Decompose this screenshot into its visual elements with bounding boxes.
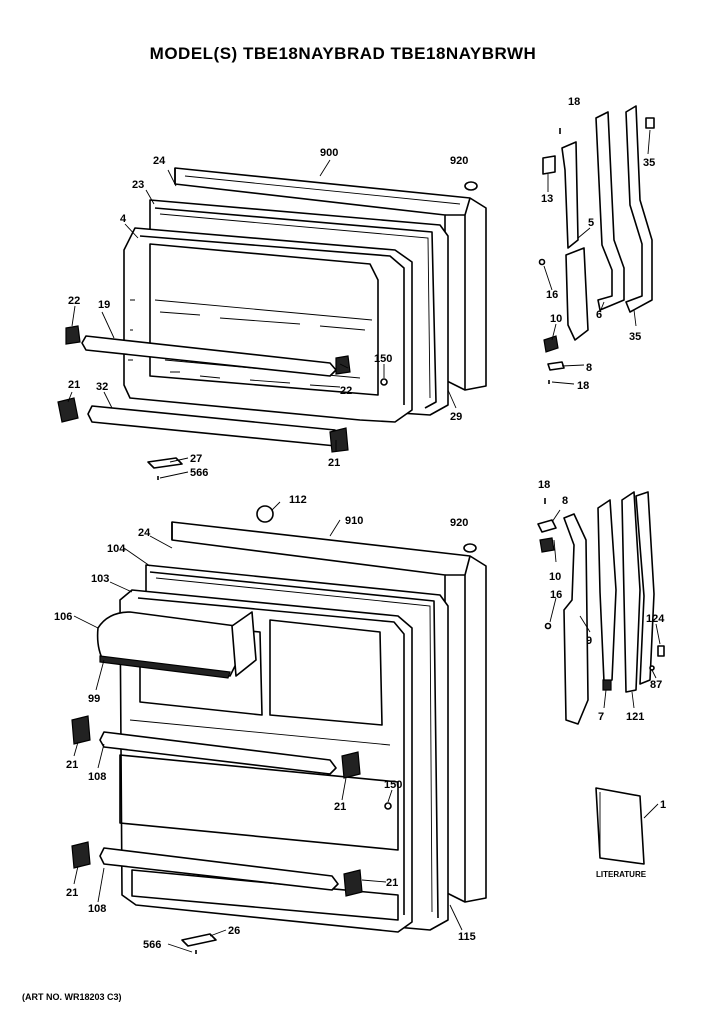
callout-21: 21 — [334, 801, 346, 813]
callout-900: 900 — [320, 147, 338, 159]
fresh-food-door-assembly — [71, 505, 487, 954]
callout-7: 7 — [598, 711, 604, 723]
callout-22: 22 — [68, 295, 80, 307]
callout-150: 150 — [384, 779, 402, 791]
callout-21: 21 — [68, 379, 80, 391]
leader-lines — [67, 129, 661, 953]
callout-13: 13 — [541, 193, 553, 205]
callout-566: 566 — [190, 467, 208, 479]
callout-18: 18 — [538, 479, 550, 491]
callout-35: 35 — [643, 157, 655, 169]
literature-label: LITERATURE — [596, 870, 647, 879]
callout-26: 26 — [228, 925, 240, 937]
callout-10: 10 — [549, 571, 561, 583]
callout-150: 150 — [374, 353, 392, 365]
callout-24: 24 — [138, 527, 151, 539]
callout-22: 22 — [340, 385, 352, 397]
callout-8: 8 — [586, 362, 592, 374]
callout-21: 21 — [386, 877, 398, 889]
callout-29: 29 — [450, 411, 462, 423]
callout-112: 112 — [289, 494, 307, 506]
fresh-food-hinge-parts — [537, 491, 665, 725]
callout-21: 21 — [66, 759, 78, 771]
callout-99: 99 — [88, 693, 100, 705]
callout-910: 910 — [345, 515, 363, 527]
callout-9: 9 — [586, 635, 592, 647]
literature-booklet: LITERATURE — [595, 787, 647, 879]
callout-10: 10 — [550, 313, 562, 325]
callout-19: 19 — [98, 299, 110, 311]
callout-920: 920 — [450, 517, 468, 529]
callout-35: 35 — [629, 331, 641, 343]
callout-24: 24 — [153, 155, 166, 167]
callout-32: 32 — [96, 381, 108, 393]
callout-18: 18 — [577, 380, 589, 392]
callout-124: 124 — [646, 613, 665, 625]
callout-104: 104 — [107, 543, 126, 555]
callout-115: 115 — [458, 931, 476, 943]
callout-87: 87 — [650, 679, 662, 691]
callout-106: 106 — [54, 611, 72, 623]
freezer-door-assembly — [57, 167, 487, 480]
callout-21: 21 — [66, 887, 78, 899]
callout-8: 8 — [562, 495, 568, 507]
callout-566: 566 — [143, 939, 161, 951]
callout-4: 4 — [120, 213, 127, 225]
callout-23: 23 — [132, 179, 144, 191]
callout-1: 1 — [660, 799, 666, 811]
diagram-title: MODEL(S) TBE18NAYBRAD TBE18NAYBRWH — [149, 44, 537, 63]
callout-108: 108 — [88, 903, 106, 915]
art-number: (ART NO. WR18203 C3) — [22, 992, 122, 1002]
callout-121: 121 — [626, 711, 644, 723]
callout-5: 5 — [588, 217, 594, 229]
callout-21: 21 — [328, 457, 340, 469]
callout-920: 920 — [450, 155, 468, 167]
freezer-hinge-parts — [538, 105, 655, 384]
callout-16: 16 — [550, 589, 562, 601]
callout-108: 108 — [88, 771, 106, 783]
callout-18: 18 — [568, 96, 580, 108]
callout-27: 27 — [190, 453, 202, 465]
callout-6: 6 — [596, 309, 602, 321]
callout-16: 16 — [546, 289, 558, 301]
callout-103: 103 — [91, 573, 109, 585]
callout-labels: 18 900 920 24 35 13 23 4 5 16 22 19 10 6… — [54, 96, 666, 951]
